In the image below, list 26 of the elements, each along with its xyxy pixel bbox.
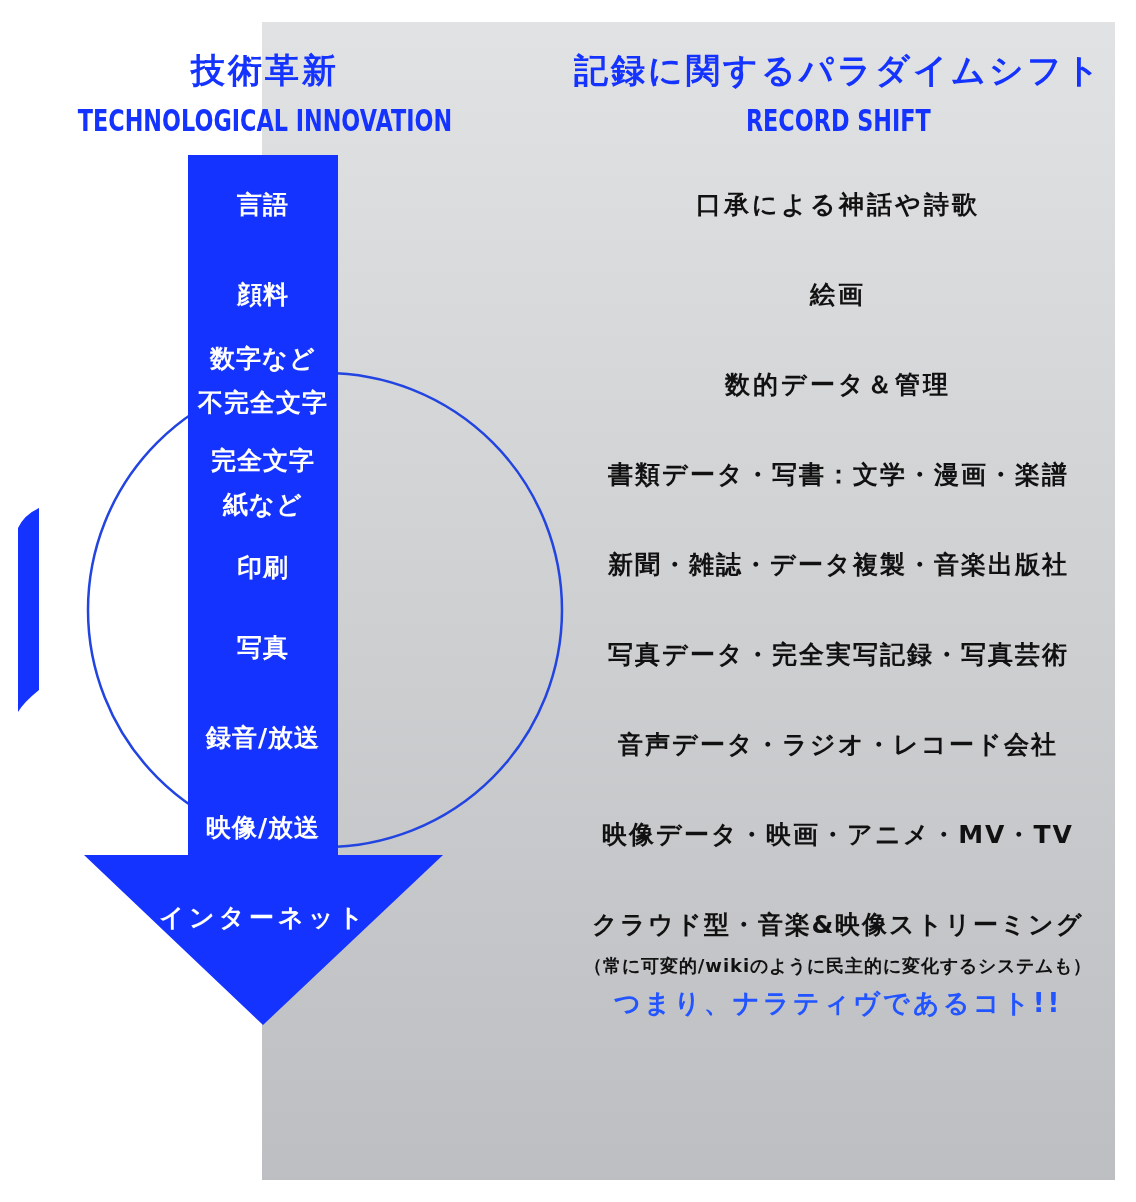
- arrow-text: 数字など: [209, 343, 317, 375]
- shift-text: 口承による神話や詩歌: [696, 190, 980, 220]
- arrow-text: 顔料: [236, 279, 290, 311]
- conclusion-text: つまり、ナラティヴであるコト!!: [613, 988, 1063, 1020]
- column-subheading: RECORD SHIFT: [745, 102, 931, 140]
- shift-text: 音声データ・ラジオ・レコード会社: [618, 730, 1058, 760]
- shift-text: 数的データ＆管理: [725, 370, 951, 400]
- arrow-text: 言語: [236, 189, 290, 221]
- shift-text: 書類データ・写書：文学・漫画・楽譜: [607, 460, 1069, 490]
- arrow-text: 映像/放送: [204, 812, 322, 844]
- shift-text: 新聞・雑誌・データ複製・音楽出版社: [607, 550, 1069, 580]
- shift-text: 絵画: [810, 280, 866, 310]
- arrow-text: 不完全文字: [196, 387, 329, 419]
- arrow-text: インターネット: [158, 902, 369, 934]
- arrow-text: 録音/放送: [204, 722, 322, 754]
- column-heading: 技術革新: [191, 49, 339, 91]
- arrow-text: 写真: [236, 632, 290, 664]
- arrow-text: 印刷: [236, 552, 290, 584]
- arrow-text: 完全文字: [210, 445, 316, 477]
- column-heading: 記録に関するパラダイムシフト: [573, 49, 1103, 91]
- arrow-text: 紙など: [221, 489, 304, 521]
- shift-text: 写真データ・完全実写記録・写真芸術: [607, 640, 1069, 670]
- column-subheading: TECHNOLOGICAL INNOVATION: [77, 102, 453, 140]
- shift-text: 映像データ・映画・アニメ・MV・TV: [602, 820, 1074, 850]
- shift-text: （常に可変的/wikiのように民主的に変化するシステムも）: [583, 955, 1093, 977]
- shift-text: クラウド型・音楽&映像ストリーミング: [591, 910, 1085, 940]
